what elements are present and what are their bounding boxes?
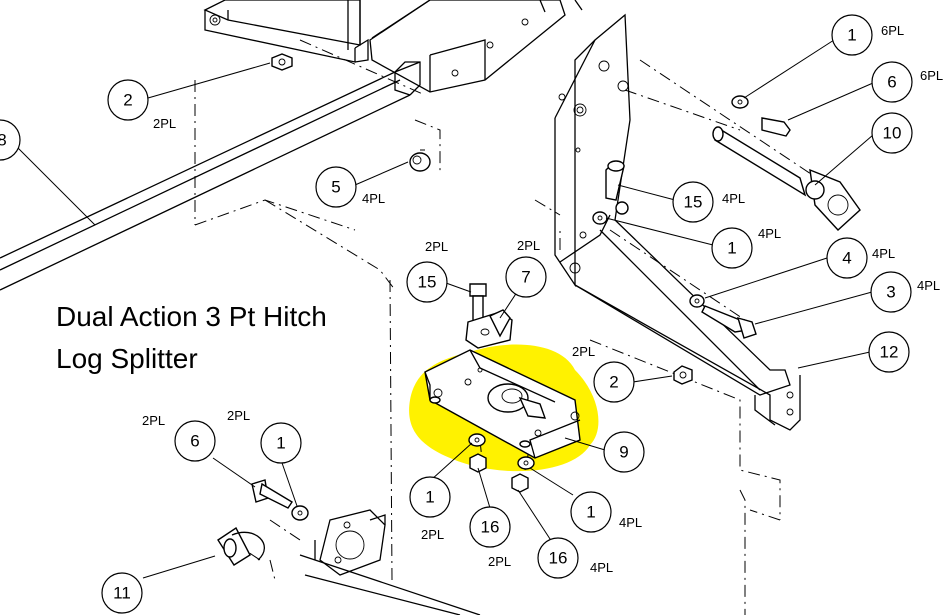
callout-part-5: 5 4PL	[315, 166, 385, 208]
callout-leaders	[14, 39, 874, 579]
washer-part-4	[689, 294, 705, 308]
svg-text:2PL: 2PL	[425, 239, 448, 254]
svg-text:10: 10	[883, 124, 902, 143]
nut-part-16-left	[469, 453, 487, 473]
washer-part-1-bottom-left	[291, 505, 309, 521]
svg-text:7: 7	[521, 268, 530, 287]
svg-text:1: 1	[847, 26, 856, 45]
main-tube	[0, 61, 421, 291]
svg-text:8: 8	[0, 131, 7, 150]
svg-text:2: 2	[609, 373, 618, 392]
svg-text:2PL: 2PL	[572, 344, 595, 359]
svg-text:2: 2	[123, 91, 132, 110]
svg-text:2PL: 2PL	[488, 554, 511, 569]
svg-text:15: 15	[418, 273, 437, 292]
washer-part-1-top	[731, 95, 749, 109]
callout-part-1-mid: 1 4PL	[711, 226, 781, 269]
callout-part-4: 4 4PL	[826, 237, 895, 279]
svg-text:4PL: 4PL	[917, 278, 940, 293]
callout-part-16-left: 16 2PL	[469, 506, 511, 569]
callout-part-1-plate-left: 1 2PL	[409, 476, 451, 542]
washer-part-1-mid	[592, 201, 629, 225]
bolt-part-6-top	[761, 117, 791, 137]
svg-text:15: 15	[684, 193, 703, 212]
pin-part-10	[712, 126, 861, 231]
svg-text:2PL: 2PL	[227, 408, 250, 423]
nut-part-2-top	[271, 53, 293, 71]
upper-center-tube	[369, 0, 583, 93]
callout-part-15-right: 15 4PL	[672, 181, 745, 223]
svg-text:12: 12	[880, 343, 899, 362]
bolt-part-3	[701, 305, 757, 339]
svg-text:1: 1	[727, 239, 736, 258]
callout-part-1-bottom-left: 1 2PL	[227, 408, 302, 464]
svg-text:16: 16	[481, 518, 500, 537]
svg-text:6: 6	[887, 73, 896, 92]
svg-text:2PL: 2PL	[517, 238, 540, 253]
svg-text:4PL: 4PL	[872, 246, 895, 261]
callout-part-15-left: 15 2PL	[406, 239, 448, 303]
svg-text:6PL: 6PL	[881, 23, 904, 38]
callout-part-2-mid: 2 2PL	[572, 344, 635, 403]
callout-part-8: 8	[0, 119, 21, 161]
callout-part-10: 10	[871, 112, 913, 154]
svg-text:1: 1	[586, 503, 595, 522]
svg-text:4PL: 4PL	[619, 515, 642, 530]
svg-text:3: 3	[886, 283, 895, 302]
svg-text:2PL: 2PL	[142, 413, 165, 428]
svg-text:6: 6	[190, 432, 199, 451]
svg-text:2PL: 2PL	[421, 527, 444, 542]
washer-part-1-plate-right	[517, 456, 535, 470]
svg-text:1: 1	[276, 434, 285, 453]
lower-frame-tube	[299, 509, 481, 615]
upper-frame-bracket	[203, 0, 369, 63]
callout-part-12: 12	[868, 331, 910, 373]
nut-part-2-mid	[673, 365, 693, 385]
svg-text:9: 9	[619, 443, 628, 462]
right-side-plate	[554, 13, 801, 431]
callout-part-6-top: 6 6PL	[871, 61, 943, 103]
svg-text:4PL: 4PL	[590, 560, 613, 575]
callout-part-9: 9	[603, 431, 645, 473]
svg-text:16: 16	[549, 549, 568, 568]
title-line-1: Dual Action 3 Pt Hitch	[56, 301, 327, 332]
callout-bubbles: 1 6PL 6 6PL 10 2 2PL 8 5 4PL 15 4PL 1 4PL 4 4PL…	[0, 14, 943, 614]
callout-part-11: 11	[101, 572, 143, 614]
callout-part-1-top: 1 6PL	[831, 14, 904, 56]
spacer-part-5	[409, 152, 431, 172]
clamp-part-7	[465, 309, 513, 349]
svg-text:11: 11	[113, 584, 131, 603]
callout-part-2-top: 2 2PL	[107, 79, 176, 131]
hitch-plate-part-9	[424, 349, 581, 459]
nut-part-16-right	[511, 473, 529, 493]
svg-text:4PL: 4PL	[722, 191, 745, 206]
svg-text:4: 4	[842, 249, 851, 268]
svg-text:6PL: 6PL	[920, 68, 943, 83]
svg-text:4PL: 4PL	[362, 191, 385, 206]
callout-part-3: 3 4PL	[870, 271, 940, 313]
callout-part-1-plate-right: 1 4PL	[570, 491, 642, 533]
bolt-part-6-bottom	[251, 479, 293, 509]
svg-text:1: 1	[425, 488, 434, 507]
bolt-part-15-right	[605, 160, 625, 201]
svg-text:5: 5	[331, 178, 340, 197]
svg-text:2PL: 2PL	[153, 116, 176, 131]
callout-part-16-right: 16 4PL	[537, 537, 613, 579]
callout-part-7: 7 2PL	[505, 238, 547, 298]
title-line-2: Log Splitter	[56, 343, 198, 374]
lynch-pin-part-11	[217, 526, 265, 566]
svg-text:4PL: 4PL	[758, 226, 781, 241]
washer-part-1-plate-left	[468, 433, 486, 447]
callout-part-6-bottom: 6 2PL	[142, 413, 216, 462]
